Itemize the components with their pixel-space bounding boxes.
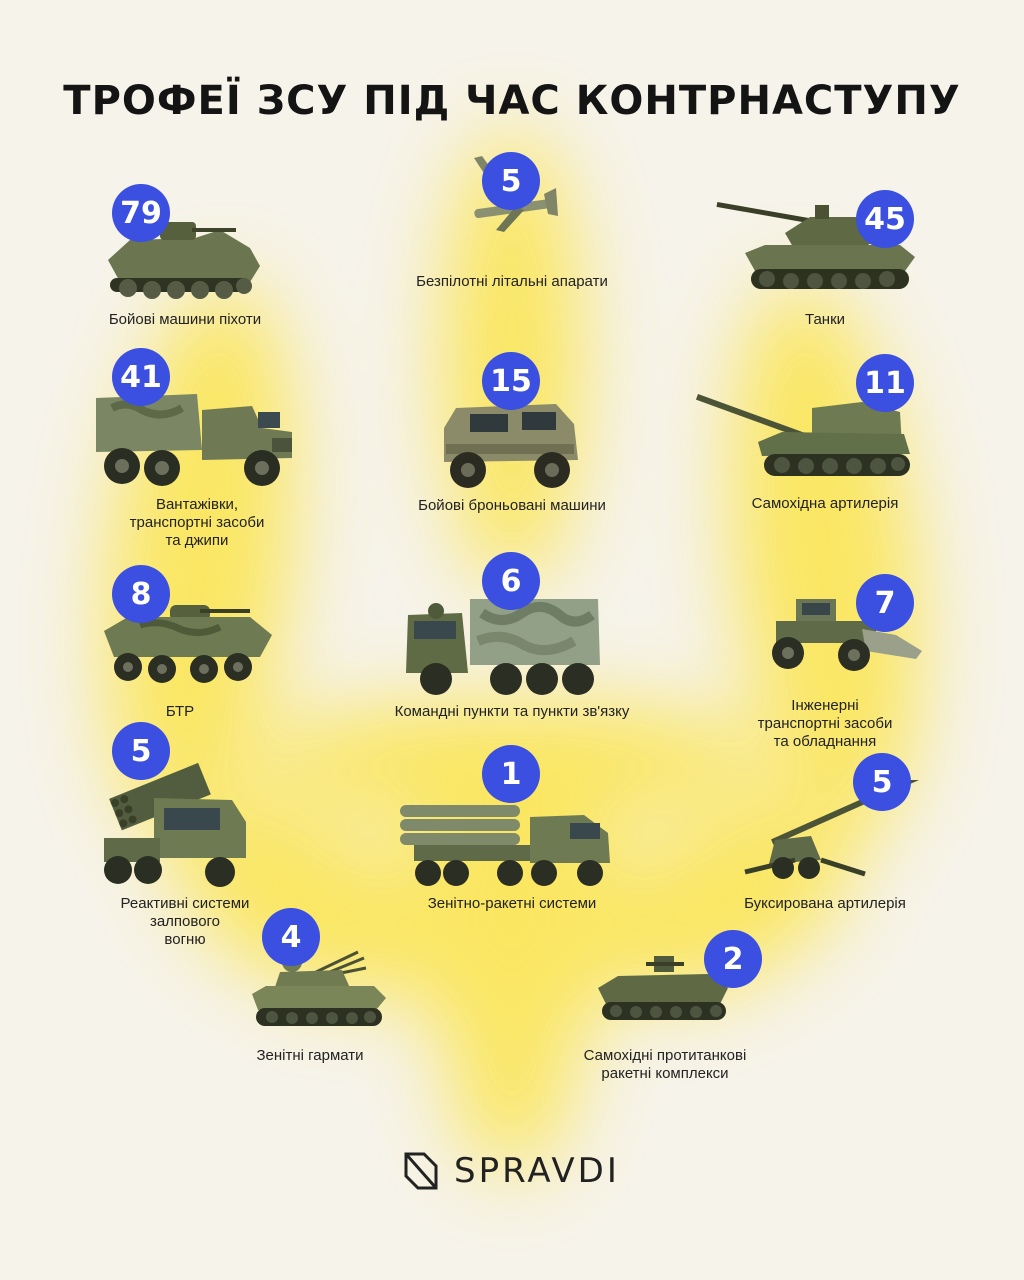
item-label: Танки [804,311,846,328]
spravdi-logo-icon [404,1152,438,1190]
ifv-icon [108,222,260,299]
apc-icon [104,605,272,683]
truck-icon [96,394,292,486]
count-badge: 11 [856,354,914,412]
item-label: Зенітно-ракетні системи [427,895,597,912]
count-badge: 15 [482,352,540,410]
item-label: Інженерні транспортні засоби та обладнан… [757,697,893,750]
count-badge: 6 [482,552,540,610]
item-label: Зенітні гармати [256,1047,364,1064]
sp-artillery-icon [695,394,910,476]
atgm-vehicle-icon [598,956,728,1020]
count-badge: 41 [112,348,170,406]
count-badge: 2 [704,930,762,988]
logo-text: SPRAVDI [454,1151,620,1191]
aa-gun-icon [252,950,386,1026]
count-badge: 4 [262,908,320,966]
count-badge: 79 [112,184,170,242]
item-label: Самохідна артилерія [751,495,899,512]
towed-artillery-icon [744,780,948,879]
item-label: Реактивні системи залпового вогню [120,895,250,948]
count-badge: 8 [112,565,170,623]
sam-system-icon [400,805,610,886]
mlrs-icon [104,762,246,887]
item-label: Бойові броньовані машини [418,497,606,514]
armored-car-icon [444,404,578,488]
item-label: Командні пункти та пункти зв'язку [394,703,630,720]
count-badge: 45 [856,190,914,248]
item-label: Буксирована артилерія [744,895,906,912]
command-truck-icon [406,599,600,695]
count-badge: 7 [856,574,914,632]
item-label: Вантажівки, транспортні засоби та джипи [129,496,265,549]
count-badge: 5 [853,753,911,811]
spravdi-logo: SPRAVDI [402,1150,620,1192]
count-badge: 5 [482,152,540,210]
item-label: Безпілотні літальні апарати [416,273,608,290]
count-badge: 1 [482,745,540,803]
item-label: Бойові машини піхоти [108,311,262,328]
item-label: БТР [165,703,195,720]
count-badge: 5 [112,722,170,780]
page-title: ТРОФЕЇ ЗСУ ПІД ЧАС КОНТРНАСТУПУ [63,78,961,124]
item-label: Самохідні протитанкові ракетні комплекси [583,1047,747,1082]
engineering-vehicle-icon [772,599,922,671]
